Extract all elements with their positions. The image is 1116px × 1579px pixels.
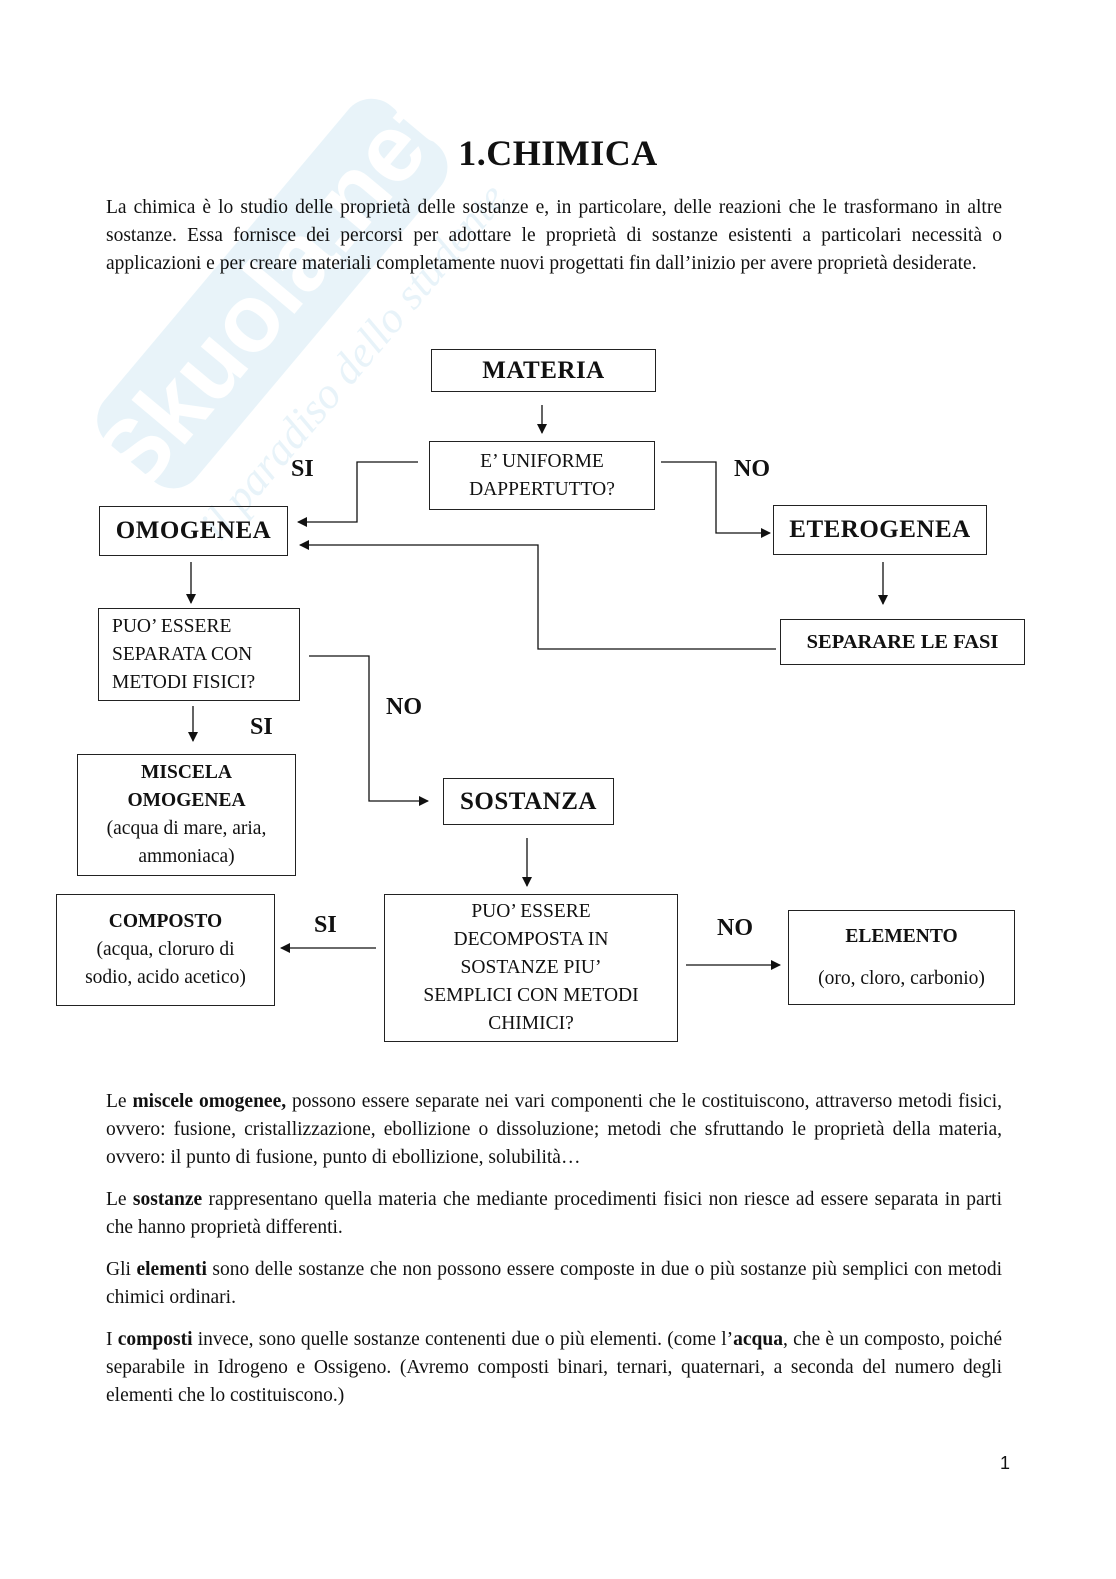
label-no-uniforme: NO [734, 456, 770, 482]
box-separare-fasi: SEPARARE LE FASI [780, 619, 1025, 665]
paragraph-composti: I composti invece, sono quelle sostanze … [106, 1326, 1002, 1410]
p4-mid: invece, sono quelle sostanze contenenti … [192, 1329, 734, 1350]
p1-pre: Le [106, 1091, 133, 1112]
p1-term: miscele omogenee, [132, 1091, 287, 1112]
paragraph-sostanze: Le sostanze rappresentano quella materia… [106, 1186, 1002, 1242]
box-sostanza-label: SOSTANZA [460, 787, 597, 815]
p4-post: , che è un composto, poiché separabile i… [106, 1329, 1002, 1406]
box-decomposta-line-5: CHIMICI? [488, 1013, 574, 1034]
box-materia-label: MATERIA [482, 356, 605, 384]
box-eterogenea-label: ETEROGENEA [789, 516, 971, 543]
box-composto: COMPOSTO (acqua, cloruro di sodio, acido… [56, 894, 275, 1006]
box-miscela-line-4: ammoniaca) [138, 846, 235, 867]
box-separare-fasi-label: SEPARARE LE FASI [806, 631, 999, 653]
label-si-uniforme: SI [291, 456, 314, 482]
box-decomposta-line-4: SEMPLICI CON METODI [423, 985, 639, 1006]
intro-paragraph: La chimica è lo studio delle proprietà d… [106, 197, 1002, 274]
box-decomposta-line-1: PUO’ ESSERE [471, 901, 591, 922]
p4-term-acqua: acqua [733, 1329, 784, 1350]
box-metodi-fisici-line-3: METODI FISICI? [112, 671, 256, 693]
box-elemento: ELEMENTO (oro, cloro, carbonio) [788, 910, 1015, 1005]
p3-term: elementi [136, 1259, 207, 1280]
box-omogenea-label: OMOGENEA [115, 517, 272, 544]
box-materia: MATERIA [431, 349, 656, 392]
paragraph-elementi: Gli elementi sono delle sostanze che non… [106, 1256, 1002, 1312]
box-elemento-line-2: (oro, cloro, carbonio) [818, 967, 985, 989]
box-miscela-line-3: (acqua di mare, aria, [106, 818, 267, 839]
p4-term: composti [117, 1329, 193, 1350]
page-title: 1.CHIMICA [458, 133, 658, 173]
box-composto-line-3: sodio, acido acetico) [85, 967, 246, 988]
p3-post: sono delle sostanze che non possono esse… [106, 1259, 1002, 1308]
box-omogenea: OMOGENEA [99, 506, 288, 556]
box-composto-line-2: (acqua, cloruro di [96, 939, 235, 960]
p4-pre: I [106, 1329, 118, 1350]
box-composto-line-1: COMPOSTO [108, 911, 223, 932]
box-miscela-omogenea: MISCELA OMOGENEA (acqua di mare, aria, a… [77, 754, 296, 876]
box-sostanza: SOSTANZA [443, 778, 614, 825]
box-metodi-fisici-line-1: PUO’ ESSERE [112, 615, 232, 637]
box-decomposta-line-2: DECOMPOSTA IN [453, 929, 609, 950]
label-si-decomposta: SI [314, 912, 337, 938]
box-metodi-fisici: PUO’ ESSERE SEPARATA CON METODI FISICI? [98, 608, 300, 701]
box-metodi-fisici-line-2: SEPARATA CON [112, 643, 253, 665]
page-number: 1 [999, 1453, 1010, 1473]
box-uniforme-line-1: E’ UNIFORME [480, 450, 604, 472]
p2-post: rappresentano quella materia che mediant… [106, 1189, 1002, 1238]
p2-pre: Le [106, 1189, 133, 1210]
p3-pre: Gli [106, 1259, 137, 1280]
box-uniforme-line-2: DAPPERTUTTO? [469, 478, 615, 500]
paragraph-miscele: Le miscele omogenee, possono essere sepa… [106, 1088, 1002, 1172]
p2-term: sostanze [132, 1189, 203, 1210]
label-no-fisici: NO [386, 694, 422, 720]
box-decomposta-line-3: SOSTANZE PIU’ [460, 957, 602, 978]
box-miscela-line-1: MISCELA [140, 762, 233, 783]
box-decomposta: PUO’ ESSERE DECOMPOSTA IN SOSTANZE PIU’ … [384, 894, 678, 1042]
box-eterogenea: ETEROGENEA [773, 505, 987, 555]
label-no-decomposta: NO [717, 915, 753, 941]
box-elemento-line-1: ELEMENTO [845, 925, 958, 947]
box-uniforme: E’ UNIFORME DAPPERTUTTO? [429, 441, 655, 510]
label-si-fisici: SI [250, 714, 273, 740]
box-miscela-line-2: OMOGENEA [127, 790, 246, 811]
p1-post: possono essere separate nei vari compone… [106, 1091, 1002, 1168]
